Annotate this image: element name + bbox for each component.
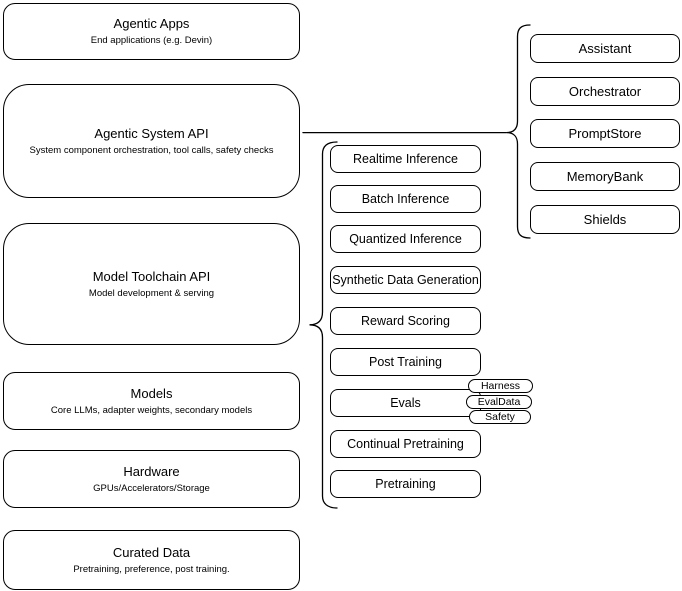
- left-box-agentic-system-api: Agentic System API System component orch…: [3, 84, 300, 198]
- toolchain-box-pretraining: Pretraining: [330, 470, 481, 498]
- system-box-shields: Shields: [530, 205, 680, 234]
- toolchain-box-evals: Evals: [330, 389, 481, 417]
- left-box-hardware: Hardware GPUs/Accelerators/Storage: [3, 450, 300, 508]
- evals-tag-evaldata: EvalData: [466, 394, 532, 409]
- box-title: Agentic System API: [94, 125, 209, 141]
- left-box-agentic-apps: Agentic Apps End applications (e.g. Devi…: [3, 3, 300, 60]
- system-box-memorybank: MemoryBank: [530, 162, 680, 191]
- box-subtitle: Core LLMs, adapter weights, secondary mo…: [50, 404, 253, 416]
- box-subtitle: Pretraining, preference, post training.: [73, 563, 230, 575]
- box-title: Models: [130, 385, 173, 401]
- evals-tag-harness: Harness: [468, 378, 533, 393]
- system-box-orchestrator: Orchestrator: [530, 76, 680, 106]
- box-title: Agentic Apps: [113, 16, 190, 31]
- toolchain-box-quantized-inference: Quantized Inference: [330, 225, 481, 253]
- system-box-promptstore: PromptStore: [530, 119, 680, 148]
- toolchain-box-continual-pretraining: Continual Pretraining: [330, 429, 481, 458]
- evals-tag-safety: Safety: [469, 409, 531, 424]
- toolchain-box-batch-inference: Batch Inference: [330, 185, 481, 213]
- box-subtitle: GPUs/Accelerators/Storage: [93, 482, 210, 494]
- system-box-assistant: Assistant: [530, 34, 680, 63]
- left-box-model-toolchain-api: Model Toolchain API Model development & …: [3, 223, 300, 345]
- box-subtitle: Model development & serving: [88, 287, 215, 299]
- box-title: Model Toolchain API: [92, 268, 211, 284]
- system-components-brace: [506, 24, 531, 239]
- left-box-curated-data: Curated Data Pretraining, preference, po…: [3, 530, 300, 590]
- box-subtitle: End applications (e.g. Devin): [90, 35, 213, 46]
- box-subtitle: System component orchestration, tool cal…: [29, 144, 274, 156]
- toolchain-box-synthetic-data-generation: Synthetic Data Generation: [330, 265, 481, 294]
- left-box-models: Models Core LLMs, adapter weights, secon…: [3, 372, 300, 430]
- toolchain-box-realtime-inference: Realtime Inference: [330, 145, 481, 173]
- box-title: Hardware: [123, 463, 180, 479]
- toolchain-box-post-training: Post Training: [330, 348, 481, 376]
- toolchain-box-reward-scoring: Reward Scoring: [330, 307, 481, 335]
- box-title: Curated Data: [112, 544, 191, 560]
